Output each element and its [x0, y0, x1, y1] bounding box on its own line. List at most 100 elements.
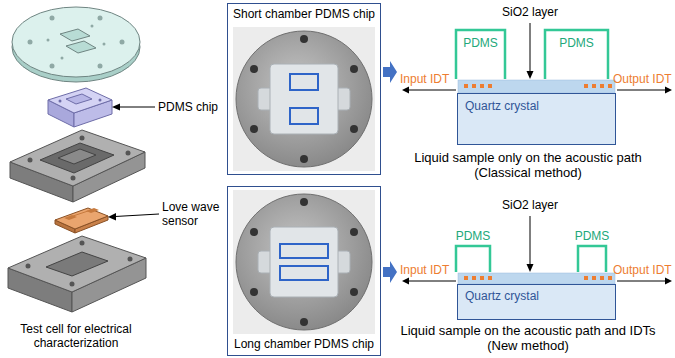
photo-short-chamber: [270, 64, 338, 134]
cross-section-classical: [617, 90, 666, 91]
photo-short-chamber: [233, 27, 375, 171]
photo-short-chamber: [350, 65, 358, 73]
cross-section-new: [584, 276, 588, 280]
photo-short-chamber: [300, 155, 308, 163]
figure-caption: Test cell for electrical characterizatio…: [11, 322, 141, 350]
photo-short-chamber: [300, 35, 308, 43]
middle-plate: [58, 149, 96, 164]
photo-short-chamber: [233, 27, 375, 171]
cross-section-new: [530, 216, 531, 265]
cross-section-new: [464, 276, 468, 280]
cross-section-classical: [665, 87, 672, 94]
photo-long-chamber: [350, 288, 358, 296]
pdms-chip: [99, 99, 102, 102]
photo-short-chamber: [236, 31, 372, 167]
cross-section-classical: [464, 84, 468, 88]
top-plate: [103, 43, 106, 46]
cross-section-classical: [592, 84, 596, 88]
bottom-plate: [46, 252, 108, 276]
material-label: PDMS: [570, 229, 614, 243]
top-plate: [120, 40, 125, 45]
leader-arrow: [115, 214, 159, 217]
photo-long-chamber: [300, 318, 308, 326]
photo-long-chamber: [236, 194, 372, 330]
bottom-plate: [8, 236, 146, 292]
cross-section-classical: [488, 84, 492, 88]
leader-arrow: [119, 107, 155, 108]
cross-section-new: [578, 246, 606, 272]
photo-long-chamber: [350, 228, 358, 236]
cross-section-classical: [527, 71, 534, 79]
love-wave-sensor: [86, 208, 99, 213]
photo-long-chamber: [280, 266, 328, 280]
cross-section-new: [665, 278, 672, 285]
cross-section-classical: [456, 30, 505, 79]
bottom-plate: [128, 257, 133, 262]
cross-section-new: [458, 273, 615, 284]
layer-label: SiO2 layer: [496, 198, 564, 212]
middle-plate: [10, 130, 145, 202]
method-caption: Liquid sample on the acoustic path and I…: [392, 323, 664, 353]
top-plate: [98, 64, 103, 69]
middle-plate: [40, 143, 114, 173]
top-plate: [28, 40, 33, 45]
cross-section-classical: [600, 84, 604, 88]
cross-section-classical: [408, 90, 456, 91]
cross-section-new: [402, 278, 409, 285]
leader-arrow: [112, 104, 120, 111]
middle-plate: [71, 176, 76, 181]
material-label: PDMS: [554, 36, 599, 50]
method-caption: Liquid sample only on the acoustic path …: [392, 150, 664, 180]
idt-label: Output IDT: [613, 72, 672, 86]
cross-section-new: [408, 281, 456, 282]
bottom-plate: [8, 236, 146, 312]
love-wave-sensor: [55, 208, 108, 233]
part-label: Love wave sensor: [162, 200, 224, 228]
photo-long-chamber: [250, 228, 258, 236]
middle-plate: [10, 130, 145, 186]
cross-section-new: [608, 276, 612, 280]
leader-arrow: [112, 104, 155, 111]
box-title: Quartz crystal: [465, 99, 608, 113]
photo-short-chamber: [250, 125, 258, 133]
block-arrow: [383, 61, 397, 83]
pdms-chip: [48, 88, 112, 113]
cross-section-new: [527, 264, 534, 272]
photo-long-chamber: [300, 198, 308, 206]
block-arrow: [383, 261, 397, 283]
top-plate: [50, 64, 55, 69]
photo-long-chamber: [270, 227, 338, 297]
photo-short-chamber: [250, 65, 258, 73]
top-plate: [12, 7, 140, 77]
photo-short-chamber: [290, 108, 318, 124]
love-wave-sensor: [55, 208, 108, 229]
cross-section-classical: [472, 84, 476, 88]
top-plate: [12, 7, 140, 82]
photo-short-chamber: [290, 74, 318, 90]
bottom-plate: [70, 282, 75, 287]
middle-plate: [28, 158, 33, 163]
cross-section-new: [592, 276, 596, 280]
cross-section-new: [488, 276, 492, 280]
love-wave-sensor: [73, 211, 88, 216]
top-plate: [91, 25, 94, 28]
cross-section-new: [472, 276, 476, 280]
bottom-plate: [80, 241, 85, 246]
idt-label: Input IDT: [400, 72, 449, 86]
cross-section-classical: [584, 84, 588, 88]
cross-section-new: [480, 276, 484, 280]
cross-section-new: [600, 276, 604, 280]
box-title: Long chamber PDMS chip: [232, 337, 376, 351]
middle-plate: [126, 151, 131, 156]
box-title: Quartz crystal: [465, 289, 608, 303]
middle-plate: [80, 136, 85, 141]
top-plate: [66, 41, 96, 53]
leader-arrow: [108, 213, 159, 221]
pdms-chip: [48, 88, 112, 127]
cross-section-classical: [402, 87, 409, 94]
photo-long-chamber: [233, 190, 375, 334]
block-arrow: [383, 61, 397, 283]
cross-section-classical: [458, 80, 615, 93]
photo-long-chamber: [233, 190, 375, 334]
